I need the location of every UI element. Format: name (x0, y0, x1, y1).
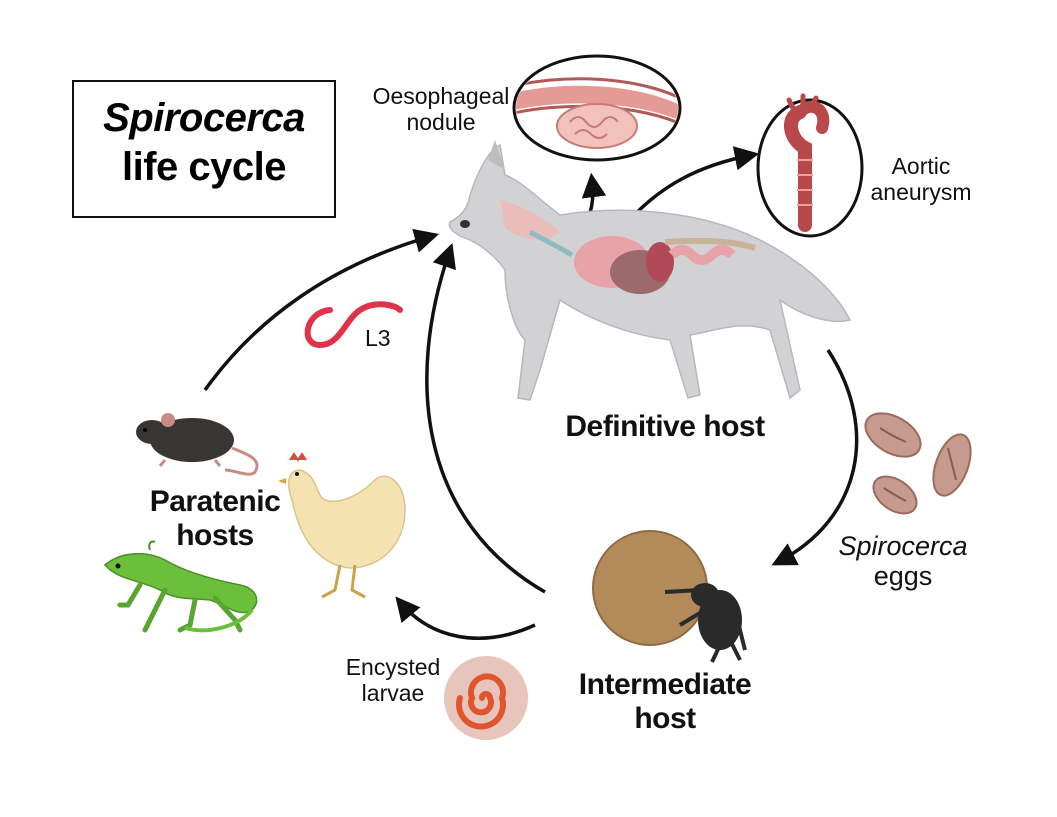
title-line-1: Spirocerca (103, 96, 305, 140)
title-box: Spirocerca life cycle (72, 80, 336, 218)
aortic-aneurysm-line-1: Aortic (891, 153, 951, 179)
oesophageal-nodule-label: Oesophageal nodule (366, 83, 516, 136)
title-line-2: life cycle (121, 145, 287, 189)
chicken-illustration (278, 452, 406, 599)
arrow-definitive-to-eggs (771, 349, 859, 566)
intermediate-host-line-1: Intermediate (578, 668, 752, 701)
intermediate-host-label: Intermediate host (565, 668, 765, 735)
oesophageal-nodule-line-2: nodule (406, 108, 476, 135)
aortic-aneurysm-inset (756, 93, 864, 238)
aortic-aneurysm-line-2: aneurysm (870, 178, 972, 205)
spirocerca-eggs-line-1: Spirocerca (838, 531, 968, 561)
l3-worm-illustration (304, 301, 403, 349)
arrow-paratenic-to-definitive (203, 228, 440, 392)
paratenic-hosts-label: Paratenic hosts (140, 485, 290, 552)
aortic-aneurysm-label: Aortic aneurysm (866, 153, 976, 206)
encysted-larvae-line-2: larvae (361, 679, 425, 706)
lizard-illustration (103, 540, 258, 633)
definitive-host-label: Definitive host (565, 410, 765, 443)
paratenic-hosts-line-2: hosts (176, 518, 254, 552)
encysted-larvae-line-1: Encysted (345, 654, 441, 680)
dung-beetle-illustration (592, 530, 747, 663)
oesophageal-nodule-line-1: Oesophageal (372, 83, 510, 109)
paratenic-hosts-line-1: Paratenic (149, 485, 281, 518)
spirocerca-eggs-line-2: eggs (873, 561, 933, 592)
encysted-larvae-illustration (444, 656, 528, 740)
mouse-illustration (136, 413, 259, 476)
wolf-illustration (448, 140, 852, 401)
l3-label: L3 (365, 325, 391, 351)
arrow-intermediate-to-definitive (425, 243, 546, 594)
spirocerca-eggs-label: Spirocerca eggs (828, 531, 978, 591)
arrow-intermediate-to-paratenic (395, 596, 536, 640)
oesophageal-nodule-inset (512, 54, 682, 162)
encysted-larvae-label: Encysted larvae (333, 654, 453, 707)
intermediate-host-line-2: host (634, 701, 696, 735)
spirocerca-eggs-illustration (864, 412, 972, 515)
